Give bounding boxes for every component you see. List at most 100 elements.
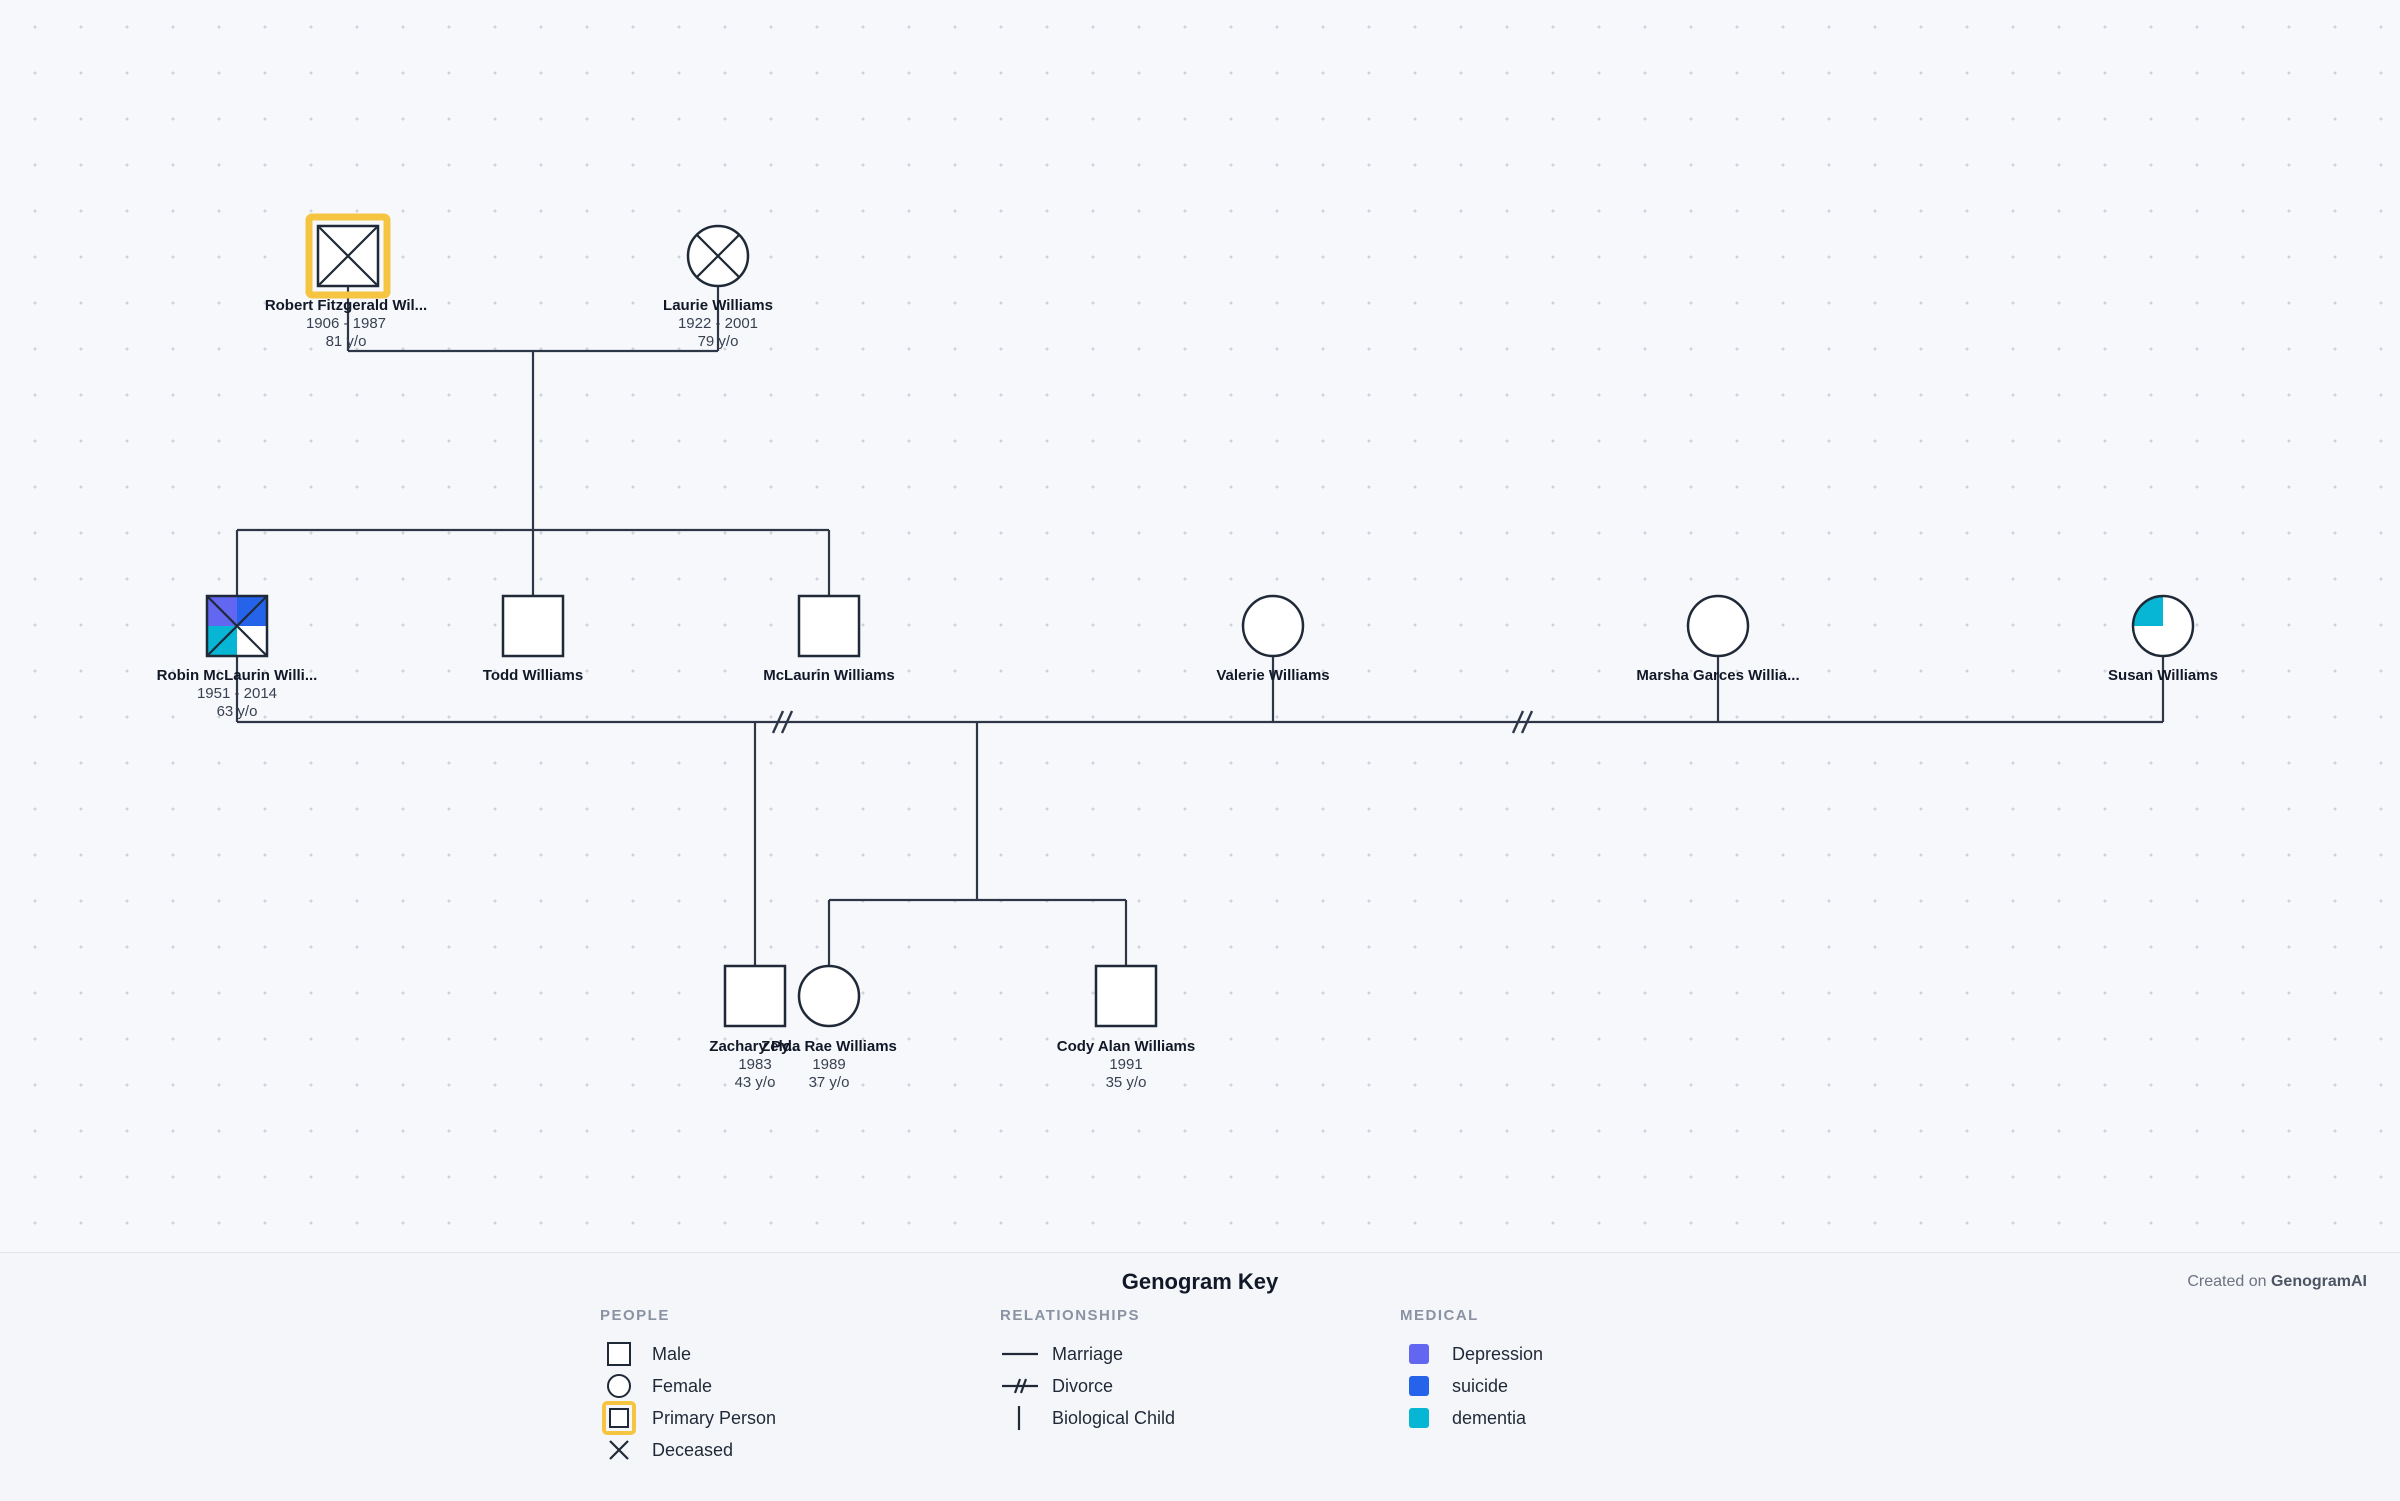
person-symbols	[205, 213, 2195, 1028]
deceased-x-icon	[600, 1434, 638, 1466]
person-name: Robin McLaurin Willi...	[156, 667, 318, 684]
legend-label: Male	[652, 1343, 692, 1364]
person-name: Marsha Garces Willia...	[1636, 667, 1800, 684]
legend-item-suicide: suicide	[1400, 1370, 1543, 1402]
deceased-mark	[206, 595, 268, 657]
legend-item-male: Male	[600, 1338, 776, 1370]
person-age: 35 y/o	[1105, 1074, 1147, 1091]
female-circle	[1241, 594, 1305, 658]
legend-label: Biological Child	[1052, 1407, 1176, 1428]
female-shape-fill	[799, 966, 859, 1026]
legend-item-dementia: dementia	[1400, 1402, 1543, 1434]
divorce-mark	[1520, 710, 1534, 734]
credit-text[interactable]: Created on GenogramAI	[2187, 1273, 2367, 1291]
person-name: Susan Williams	[2108, 667, 2218, 684]
person-label-zachary[interactable]: Zachary Py... 1983 43 y/o	[635, 1037, 875, 1092]
condition-dementia	[2133, 596, 2163, 626]
person-years: 1951 - 2014	[196, 685, 278, 702]
legend-item-female: Female	[600, 1370, 776, 1402]
person-years: 1906 - 1987	[305, 315, 387, 332]
person-label-robert[interactable]: Robert Fitzgerald Wil... 1906 - 1987 81 …	[226, 296, 466, 351]
deceased-mark	[317, 225, 379, 287]
person-label-marsha[interactable]: Marsha Garces Willia...	[1598, 666, 1838, 685]
legend-label: dementia	[1452, 1407, 1527, 1428]
person-label-valerie[interactable]: Valerie Williams	[1153, 666, 1393, 685]
person-name: Laurie Williams	[663, 297, 773, 314]
relationship-lines	[235, 286, 2165, 966]
legend-label: Deceased	[652, 1439, 734, 1460]
person-name: Zachary Py...	[709, 1038, 801, 1055]
male-square	[797, 594, 861, 658]
legend-item-deceased: Deceased	[600, 1434, 776, 1466]
legend-medical: MEDICAL Depression suicide dementia	[1400, 1307, 1543, 1434]
primary-highlight	[305, 213, 391, 299]
person-label-cody[interactable]: Cody Alan Williams 1991 35 y/o	[1006, 1037, 1246, 1092]
person-robin[interactable]	[205, 594, 269, 658]
dementia-swatch	[1400, 1402, 1438, 1434]
person-age: 63 y/o	[216, 703, 258, 720]
person-years: 1922 - 2001	[677, 315, 759, 332]
female-circle	[797, 964, 861, 1028]
male-square-icon	[600, 1338, 638, 1370]
primary-person-icon	[600, 1401, 638, 1435]
person-laurie[interactable]	[686, 224, 750, 288]
legend-label: Divorce	[1052, 1375, 1114, 1396]
legend-label: Depression	[1452, 1343, 1544, 1364]
credit-prefix: Created on	[2187, 1273, 2267, 1290]
person-cody[interactable]	[1094, 964, 1158, 1028]
person-zelda[interactable]	[797, 964, 861, 1028]
legend-label: Primary Person	[652, 1407, 777, 1428]
person-name: Robert Fitzgerald Wil...	[264, 297, 428, 314]
person-susan[interactable]	[2131, 594, 2195, 658]
person-label-robin[interactable]: Robin McLaurin Willi... 1951 - 2014 63 y…	[117, 666, 357, 721]
person-mclaurin[interactable]	[797, 594, 861, 658]
person-label-susan[interactable]: Susan Williams	[2043, 666, 2283, 685]
marriage-line-icon	[1000, 1338, 1038, 1370]
male-shape-fill	[1096, 966, 1156, 1026]
female-circle	[1686, 594, 1750, 658]
person-name: Todd Williams	[482, 667, 584, 684]
person-years: 1991	[1109, 1056, 1143, 1073]
person-age: 79 y/o	[697, 333, 739, 350]
person-age: 43 y/o	[734, 1074, 776, 1091]
person-marsha[interactable]	[1686, 594, 1750, 658]
legend-item-biological-child: Biological Child	[1000, 1402, 1175, 1434]
person-name: Cody Alan Williams	[1056, 1038, 1196, 1055]
person-age: 81 y/o	[325, 333, 367, 350]
legend-label: Marriage	[1052, 1343, 1124, 1364]
child-line-icon	[1000, 1402, 1038, 1434]
legend-item-depression: Depression	[1400, 1338, 1543, 1370]
person-label-zelda[interactable]: Zelda Rae Williams 1989 37 y/o	[709, 1037, 949, 1092]
person-age: 37 y/o	[808, 1074, 850, 1091]
legend-people: PEOPLE Male Female Primary Person Deceas…	[600, 1307, 776, 1466]
legend-relationships: RELATIONSHIPS Marriage Divorce Biologica…	[1000, 1307, 1175, 1434]
person-label-laurie[interactable]: Laurie Williams 1922 - 2001 79 y/o	[598, 296, 838, 351]
male-square	[316, 224, 380, 288]
person-name: McLaurin Williams	[763, 667, 895, 684]
person-zachary[interactable]	[723, 964, 787, 1028]
suicide-swatch	[1400, 1370, 1438, 1402]
legend-item-primary: Primary Person	[600, 1401, 777, 1435]
male-shape-fill	[725, 966, 785, 1026]
legend-item-marriage: Marriage	[1000, 1338, 1175, 1370]
person-label-mclaurin[interactable]: McLaurin Williams	[709, 666, 949, 685]
female-shape-fill	[1243, 596, 1303, 656]
male-square	[501, 594, 565, 658]
person-valerie[interactable]	[1241, 594, 1305, 658]
genogram-canvas[interactable]	[0, 0, 2400, 1252]
legend-label: suicide	[1452, 1375, 1509, 1396]
genogram-key: Genogram Key Created on GenogramAI PEOPL…	[0, 1252, 2400, 1501]
legend-medical-heading: MEDICAL	[1400, 1307, 1479, 1324]
deceased-mark	[696, 234, 740, 278]
female-circle	[686, 224, 750, 288]
legend-relationships-heading: RELATIONSHIPS	[1000, 1307, 1141, 1324]
divorce-line-icon	[1000, 1370, 1038, 1402]
person-todd[interactable]	[501, 594, 565, 658]
female-circle-icon	[600, 1370, 638, 1402]
legend-label: Female	[652, 1375, 713, 1396]
person-name: Valerie Williams	[1216, 667, 1330, 684]
person-robert[interactable]	[305, 213, 391, 299]
person-years: 1983	[738, 1056, 772, 1073]
credit-brand[interactable]: GenogramAI	[2270, 1273, 2367, 1290]
person-label-todd[interactable]: Todd Williams	[413, 666, 653, 685]
